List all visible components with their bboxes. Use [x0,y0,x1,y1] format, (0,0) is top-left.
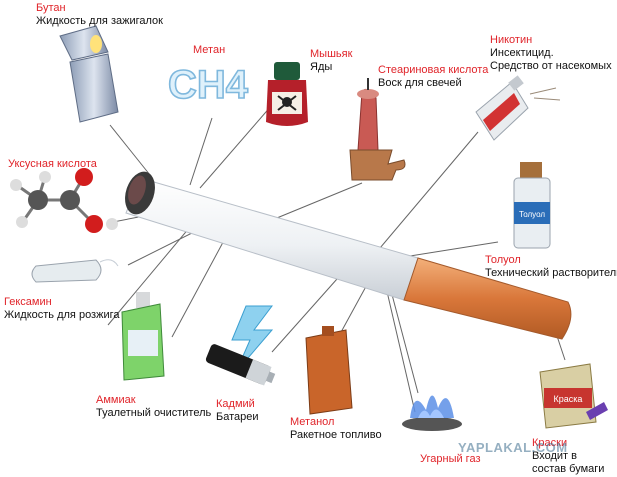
label-title: Гексамин [4,296,52,308]
test-tube-pictogram [31,259,119,283]
label-desc: Технический растворитель [485,267,617,279]
candle-pictogram [349,78,406,181]
label-title: Аммиак [96,394,136,406]
watermark: YAPLAKAL.COM [458,440,568,455]
label-title: Стеариновая кислота [378,64,489,76]
acetic-acid-molecule-pictogram [10,168,118,233]
cleaner-bottle-pictogram [121,292,165,381]
battery-pictogram [205,305,276,386]
label-title: Никотин [490,34,533,46]
label-metanol: Метанол Ракетное топливо [290,416,382,442]
label-metan: Метан [193,44,225,57]
label-uksus: Уксусная кислота [8,158,97,171]
label-desc: Жидкость для зажигалок [36,15,163,27]
label-butan: Бутан Жидкость для зажигалок [36,2,163,28]
label-title: Метан [193,44,226,56]
label-desc: Инсектицид. [490,47,554,59]
label-ammiak: Аммиак Туалетный очиститель [96,394,211,420]
label-kadmiy: Кадмий Батареи [216,398,259,424]
toluene-bottle-pictogram: Толуол [513,162,551,249]
poison-bottle-pictogram [266,62,308,126]
label-geksamin: Гексамин Жидкость для розжига [4,296,120,322]
cigarette [125,171,572,340]
label-desc: Жидкость для розжига [4,309,120,321]
label-desc: Батареи [216,411,259,423]
label-stear: Стеариновая кислота Воск для свечей [378,64,488,90]
label-title: Кадмий [216,398,255,410]
gas-flame-pictogram [402,395,462,431]
label-kraski: Краски Входит в состав бумаги [532,437,604,476]
label-title: Толуол [485,254,521,266]
label-desc-2: состав бумаги [532,463,605,475]
label-title: Метанол [290,416,335,428]
toluene-bottle-label: Толуол [519,210,545,219]
fuel-canister-pictogram [305,326,353,415]
cigarette-paper [125,177,419,301]
label-title: Краски [532,437,568,449]
label-ugarny: Угарный газ [420,453,481,466]
spray-can-pictogram [475,75,561,141]
label-desc: Ракетное топливо [290,429,382,441]
label-desc: Входит в [532,450,577,462]
label-toluol: Толуол Технический растворитель [485,254,617,280]
paint-can-pictogram: Краска [539,363,608,429]
label-desc: Туалетный очиститель [96,407,212,419]
label-title: Угарный газ [420,453,481,465]
label-title: Мышьяк [310,48,353,60]
lighter-pictogram [59,25,119,123]
paint-can-label: Краска [554,394,583,404]
methane-formula-pictogram: CH4 [168,63,249,107]
label-nikotin: Никотин Инсектицид. Средство от насекомы… [490,34,612,73]
cigarette-filter [403,257,572,340]
label-desc: Яды [310,61,333,73]
label-title: Бутан [36,2,66,14]
label-mysh: Мышьяк Яды [310,48,352,74]
label-desc-2: Средство от насекомых [490,60,612,72]
label-desc: Воск для свечей [378,77,462,89]
label-title: Уксусная кислота [8,158,97,170]
